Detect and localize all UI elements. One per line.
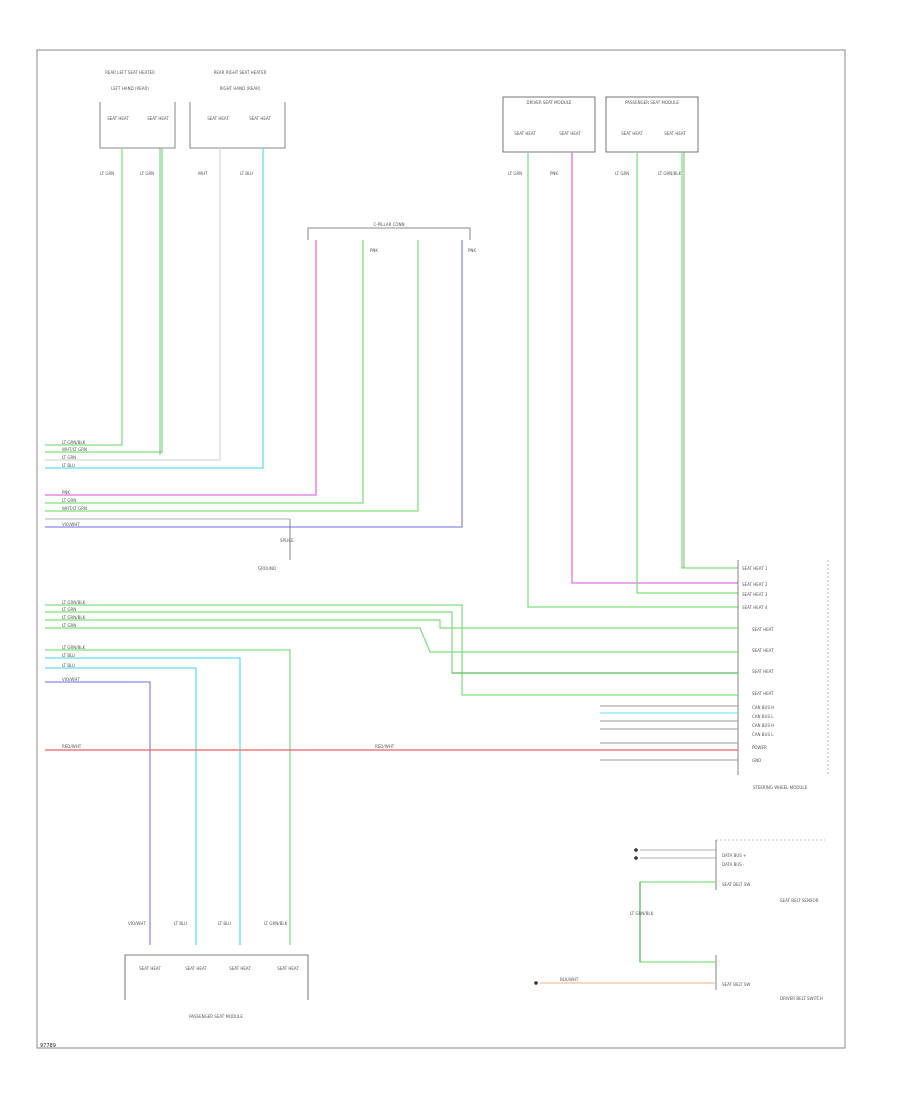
steering-wheel-module: SEAT HEAT 1 SEAT HEAT 2 SEAT HEAT 3 SEAT… <box>737 560 829 790</box>
passenger-seat-module: SEAT HEAT SEAT HEAT SEAT HEAT SEAT HEAT … <box>124 954 309 1019</box>
rr-sub: RIGHT HAND (REAR) <box>220 86 261 91</box>
lbl-rl-2: LT GRN <box>140 171 154 176</box>
bus2-3: LT GRN/BLK <box>62 615 86 620</box>
lbl-ps-1: VIO/WHT <box>128 921 146 926</box>
ds-pin-4: SEAT HEAT <box>664 131 686 136</box>
bus1-8: VIO/WHT <box>62 522 80 527</box>
ds-name-1: DRIVER SEAT MODULE <box>527 100 572 105</box>
lbl-power: RED/WHT <box>62 744 82 749</box>
driver-belt-switch: SEAT BELT SW DRIVER BELT SWITCH <box>534 955 823 1001</box>
swm-l4: SEAT HEAT 4 <box>742 605 768 610</box>
rl-sub: LEFT HAND (REAR) <box>111 86 149 91</box>
rear-heater-wires <box>45 148 264 469</box>
ds-pin-1: SEAT HEAT <box>514 131 536 136</box>
bus2-6: LT BLU <box>62 653 75 658</box>
lbl-cp-1: PNK <box>370 248 378 253</box>
swm-name: STEERING WHEEL MODULE <box>753 785 808 790</box>
bus2-2: LT GRN <box>62 607 76 612</box>
page-code: 97789 <box>40 1043 56 1049</box>
bus1-2: WHT/LT GRN <box>62 447 87 452</box>
rr-pin-1: SEAT HEAT <box>207 116 229 121</box>
ps-pin-3: SEAT HEAT <box>229 966 251 971</box>
c-pillar-name: C-PILLAR CONN <box>373 222 404 227</box>
lbl-ps-2: LT BLU <box>174 921 187 926</box>
swm-l2: SEAT HEAT 2 <box>742 582 768 587</box>
lbl-ds-2: PNK <box>550 171 558 176</box>
swm-l6: SEAT HEAT <box>752 648 774 653</box>
swm-l1: SEAT HEAT 1 <box>742 566 768 571</box>
bus1-4: LT BLU <box>62 463 75 468</box>
bus1-6: LT GRN <box>62 498 76 503</box>
lbl-rl-1: LT GRN <box>100 171 114 176</box>
ds-pin-3: SEAT HEAT <box>621 131 643 136</box>
lbl-ds-1: LT GRN <box>508 171 522 176</box>
sbs-l3: SEAT BELT SW <box>722 882 750 887</box>
rl-name: REAR LEFT SEAT HEATER <box>105 70 155 75</box>
swm-l9: CAN BUS H <box>752 705 774 710</box>
ds-pin-2: SEAT HEAT <box>559 131 581 136</box>
bus1-3: LT GRN <box>62 455 76 460</box>
lbl-power-2: RED/WHT <box>375 744 395 749</box>
lbl-rr-2: LT BLU <box>240 171 253 176</box>
swm-l14: GND <box>752 758 761 763</box>
ground-label: GROUND <box>258 566 276 571</box>
lbl-ds-4: LT GRN/BLK <box>658 171 682 176</box>
lbl-belt-1: LT GRN/BLK <box>630 911 654 916</box>
swm-l7: SEAT HEAT <box>752 669 774 674</box>
dbs-l1: SEAT BELT SW <box>722 982 750 987</box>
ds-name-2: PASSENGER SEAT MODULE <box>625 100 679 105</box>
bus1-1: LT GRN/BLK <box>62 440 86 445</box>
lbl-rr-1: WHT <box>198 171 208 176</box>
bus2-1: LT GRN/BLK <box>62 600 86 605</box>
driver-module-wires <box>527 152 738 608</box>
splice-ground: SPLICE GROUND <box>258 519 294 571</box>
seat-belt-sensor: DATA BUS + DATA BUS - SEAT BELT SW SEAT … <box>634 839 825 903</box>
swm-l11: CAN BUS H <box>752 723 774 728</box>
bus2-8: VIO/WHT <box>62 677 80 682</box>
splice-label: SPLICE <box>280 538 294 543</box>
dbs-name: DRIVER BELT SWITCH <box>780 996 823 1001</box>
sbs-l2: DATA BUS - <box>722 862 745 867</box>
bus1-7: WHT/LT GRN <box>62 506 87 511</box>
c-pillar-connector: C-PILLAR CONN <box>307 222 471 240</box>
lbl-cp-2: PNK <box>468 248 476 253</box>
swm-l12: CAN BUS L <box>752 732 774 737</box>
ps-pin-4: SEAT HEAT <box>277 966 299 971</box>
lbl-ps-3: LT BLU <box>218 921 231 926</box>
left-bus-labels-1: LT GRN/BLK WHT/LT GRN LT GRN LT BLU PNK … <box>62 440 87 527</box>
rr-name: REAR RIGHT SEAT HEATER <box>214 70 267 75</box>
ps-name: PASSENGER SEAT MODULE <box>189 1014 243 1019</box>
lbl-ds-3: LT GRN <box>615 171 629 176</box>
power-wire: RED/WHT RED/WHT <box>45 744 738 751</box>
bus1-5: PNK <box>62 490 70 495</box>
swm-l5: SEAT HEAT <box>752 627 774 632</box>
c-pillar-wires <box>45 240 463 528</box>
rr-pin-2: SEAT HEAT <box>249 116 271 121</box>
bus2-7: LT BLU <box>62 663 75 668</box>
rear-right-seat-heater: REAR RIGHT SEAT HEATER RIGHT HAND (REAR)… <box>189 70 286 149</box>
module-short-wires <box>600 705 738 761</box>
lbl-ps-4: LT GRN/BLK <box>264 921 288 926</box>
belt-wires <box>639 881 716 963</box>
swm-l10: CAN BUS L <box>752 714 774 719</box>
swm-l13: POWER <box>752 745 767 750</box>
bus2-4: LT GRN <box>62 623 76 628</box>
diagram-frame <box>36 49 846 1049</box>
middle-bus-wires <box>45 604 738 945</box>
ps-pin-1: SEAT HEAT <box>139 966 161 971</box>
sbs-l1: DATA BUS + <box>722 853 746 858</box>
rl-pin-1: SEAT HEAT <box>107 116 129 121</box>
rl-pin-2: SEAT HEAT <box>147 116 169 121</box>
rear-left-seat-heater: REAR LEFT SEAT HEATER LEFT HAND (REAR) S… <box>99 70 176 149</box>
swm-l8: SEAT HEAT <box>752 691 774 696</box>
swm-l3: SEAT HEAT 3 <box>742 592 768 597</box>
ps-pin-2: SEAT HEAT <box>185 966 207 971</box>
lbl-belt-2: BLK/WHT <box>560 977 579 982</box>
driver-seat-module-top: DRIVER SEAT MODULE SEAT HEAT SEAT HEAT P… <box>502 96 699 153</box>
sbs-name: SEAT BELT SENSOR <box>780 898 819 903</box>
bus2-5: LT GRN/BLK <box>62 645 86 650</box>
left-bus-labels-2: LT GRN/BLK LT GRN LT GRN/BLK LT GRN LT G… <box>62 600 86 682</box>
